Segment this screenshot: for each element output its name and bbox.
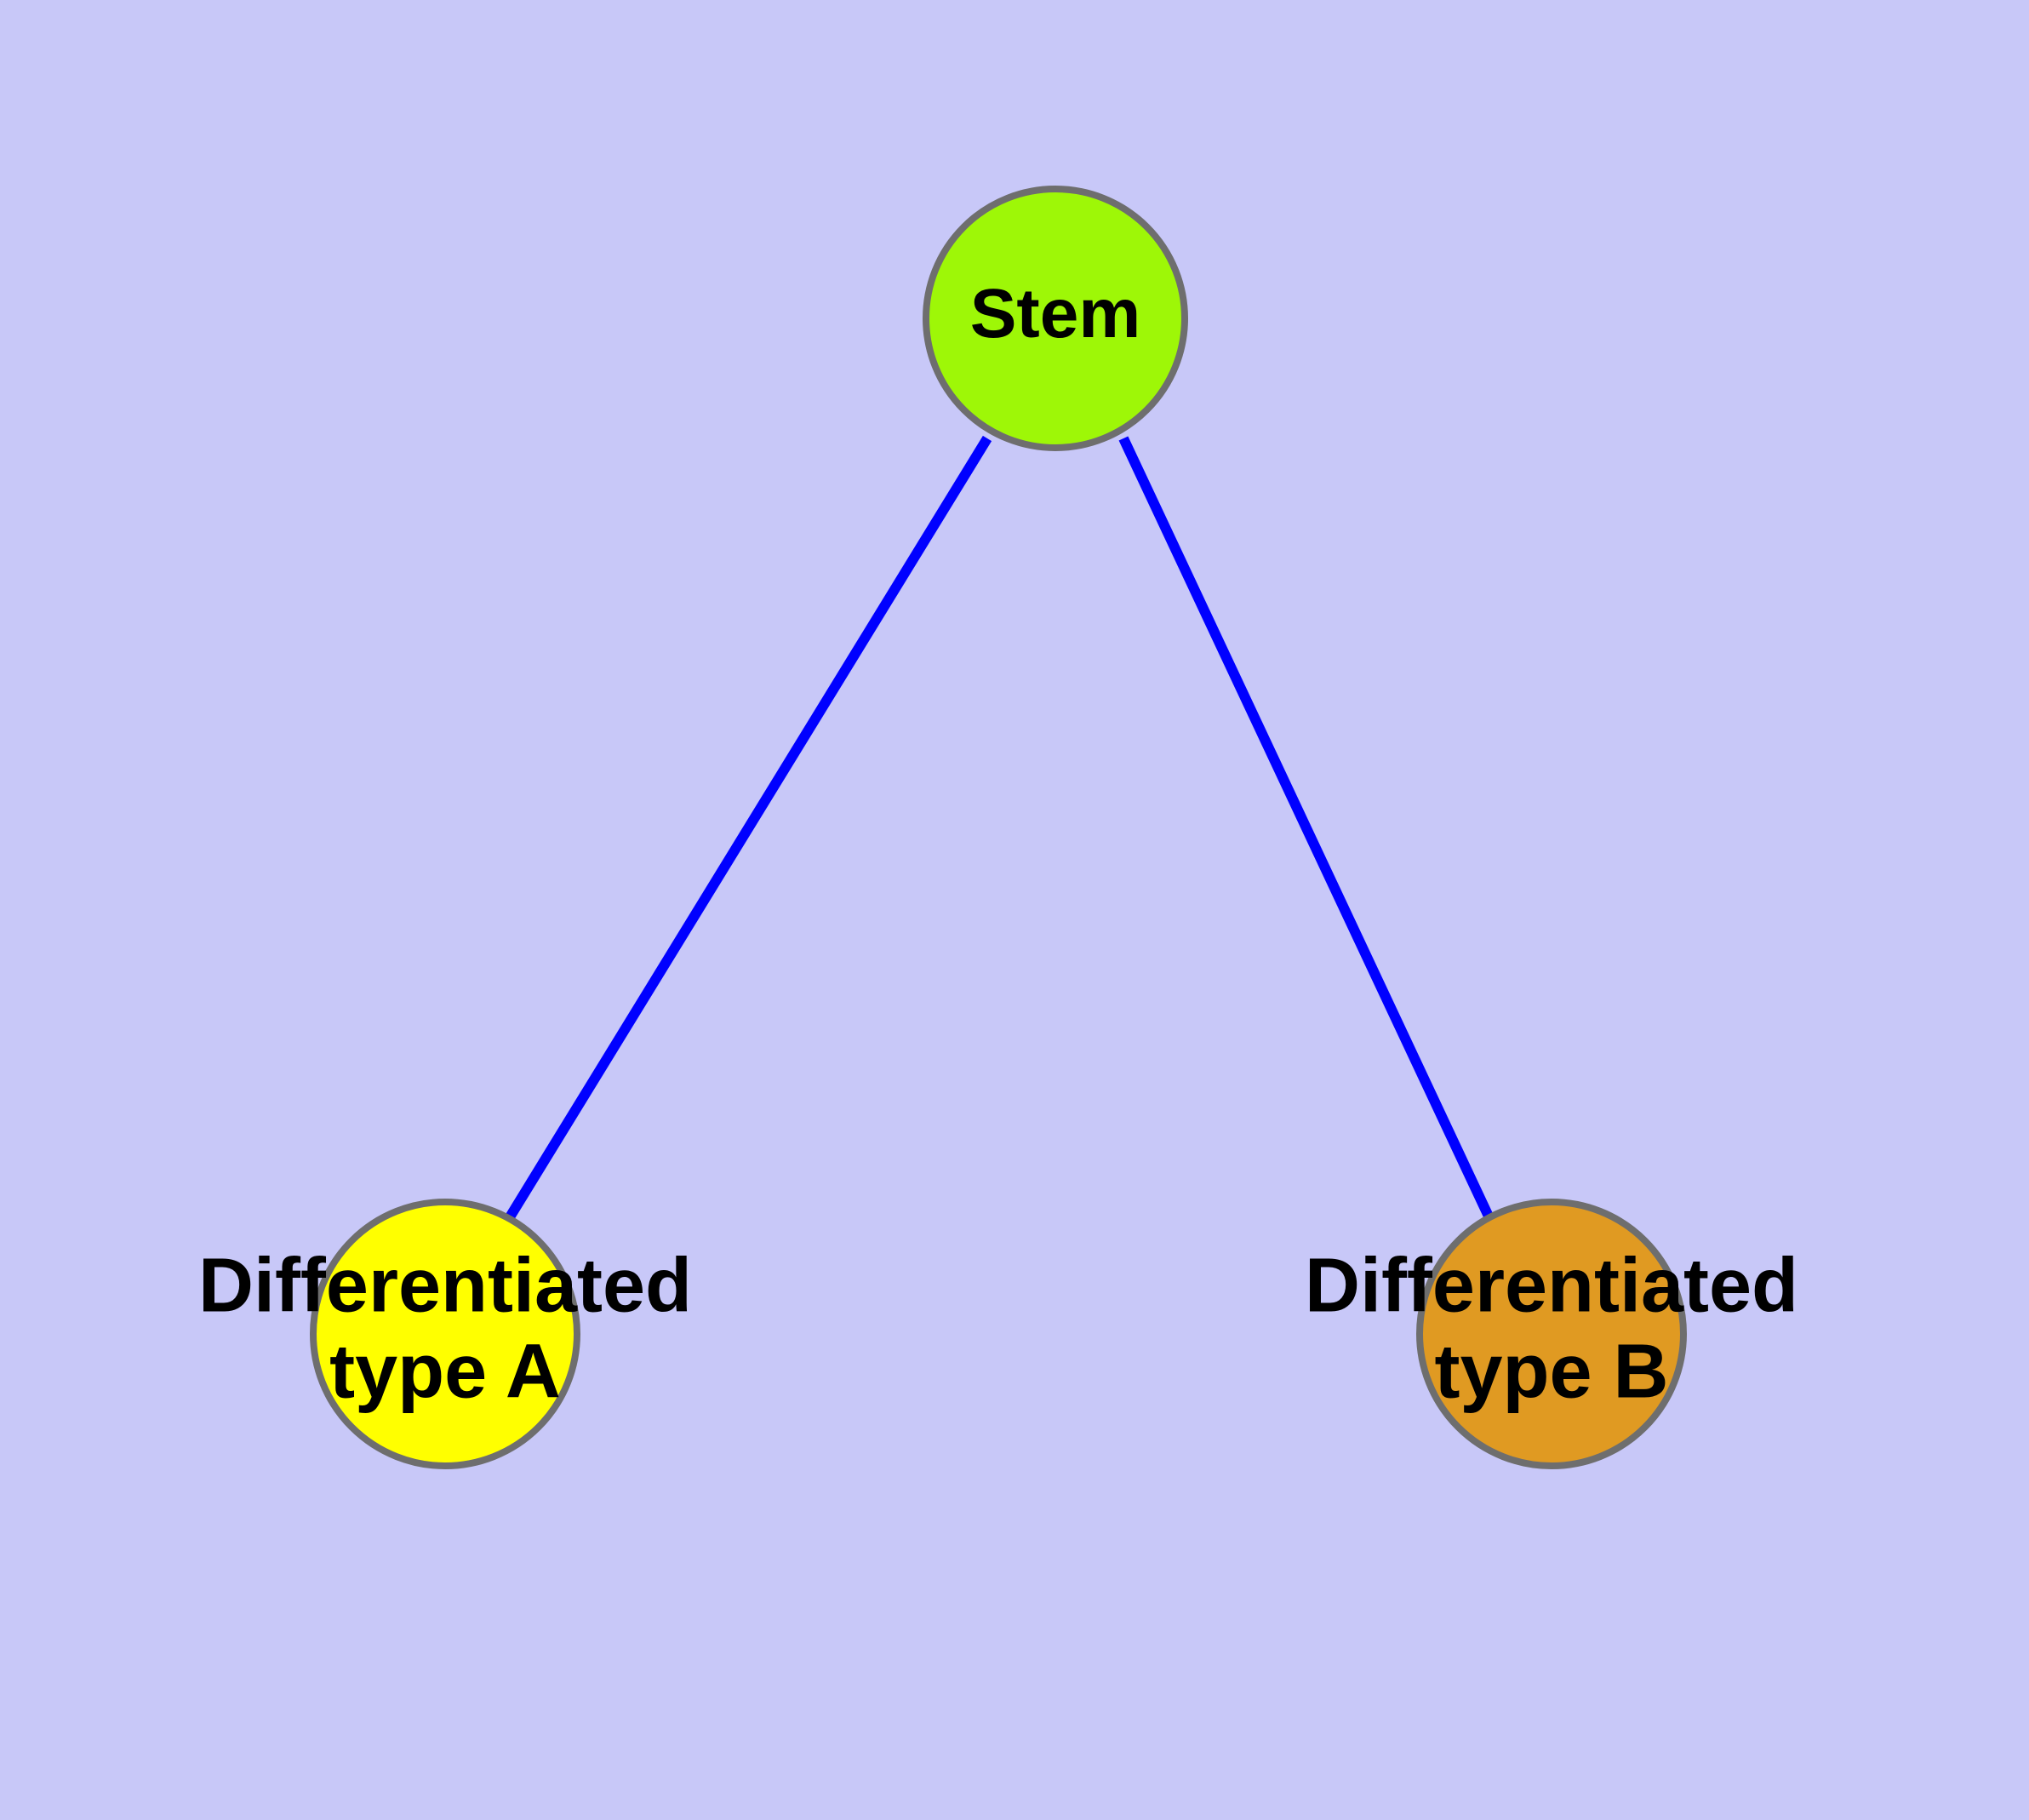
node-circle-stem[interactable]: [923, 186, 1188, 451]
node-label-line: Stem: [970, 275, 1141, 352]
node-label-line: type A: [329, 1329, 561, 1414]
node-label-line: Differentiated: [198, 1243, 692, 1328]
node-circle-diff-b[interactable]: [1416, 1199, 1687, 1469]
edges-layer: [503, 435, 1495, 1223]
edge-stem-to-diff-a: [503, 435, 992, 1223]
node-label-line: Differentiated: [1305, 1243, 1798, 1328]
node-label-stem: Stem: [970, 275, 1141, 352]
node-circle-diff-a[interactable]: [310, 1199, 580, 1469]
edge-stem-to-diff-b: [1118, 436, 1495, 1222]
node-stem[interactable]: Stem: [923, 186, 1188, 451]
node-label-line: type B: [1434, 1329, 1668, 1414]
